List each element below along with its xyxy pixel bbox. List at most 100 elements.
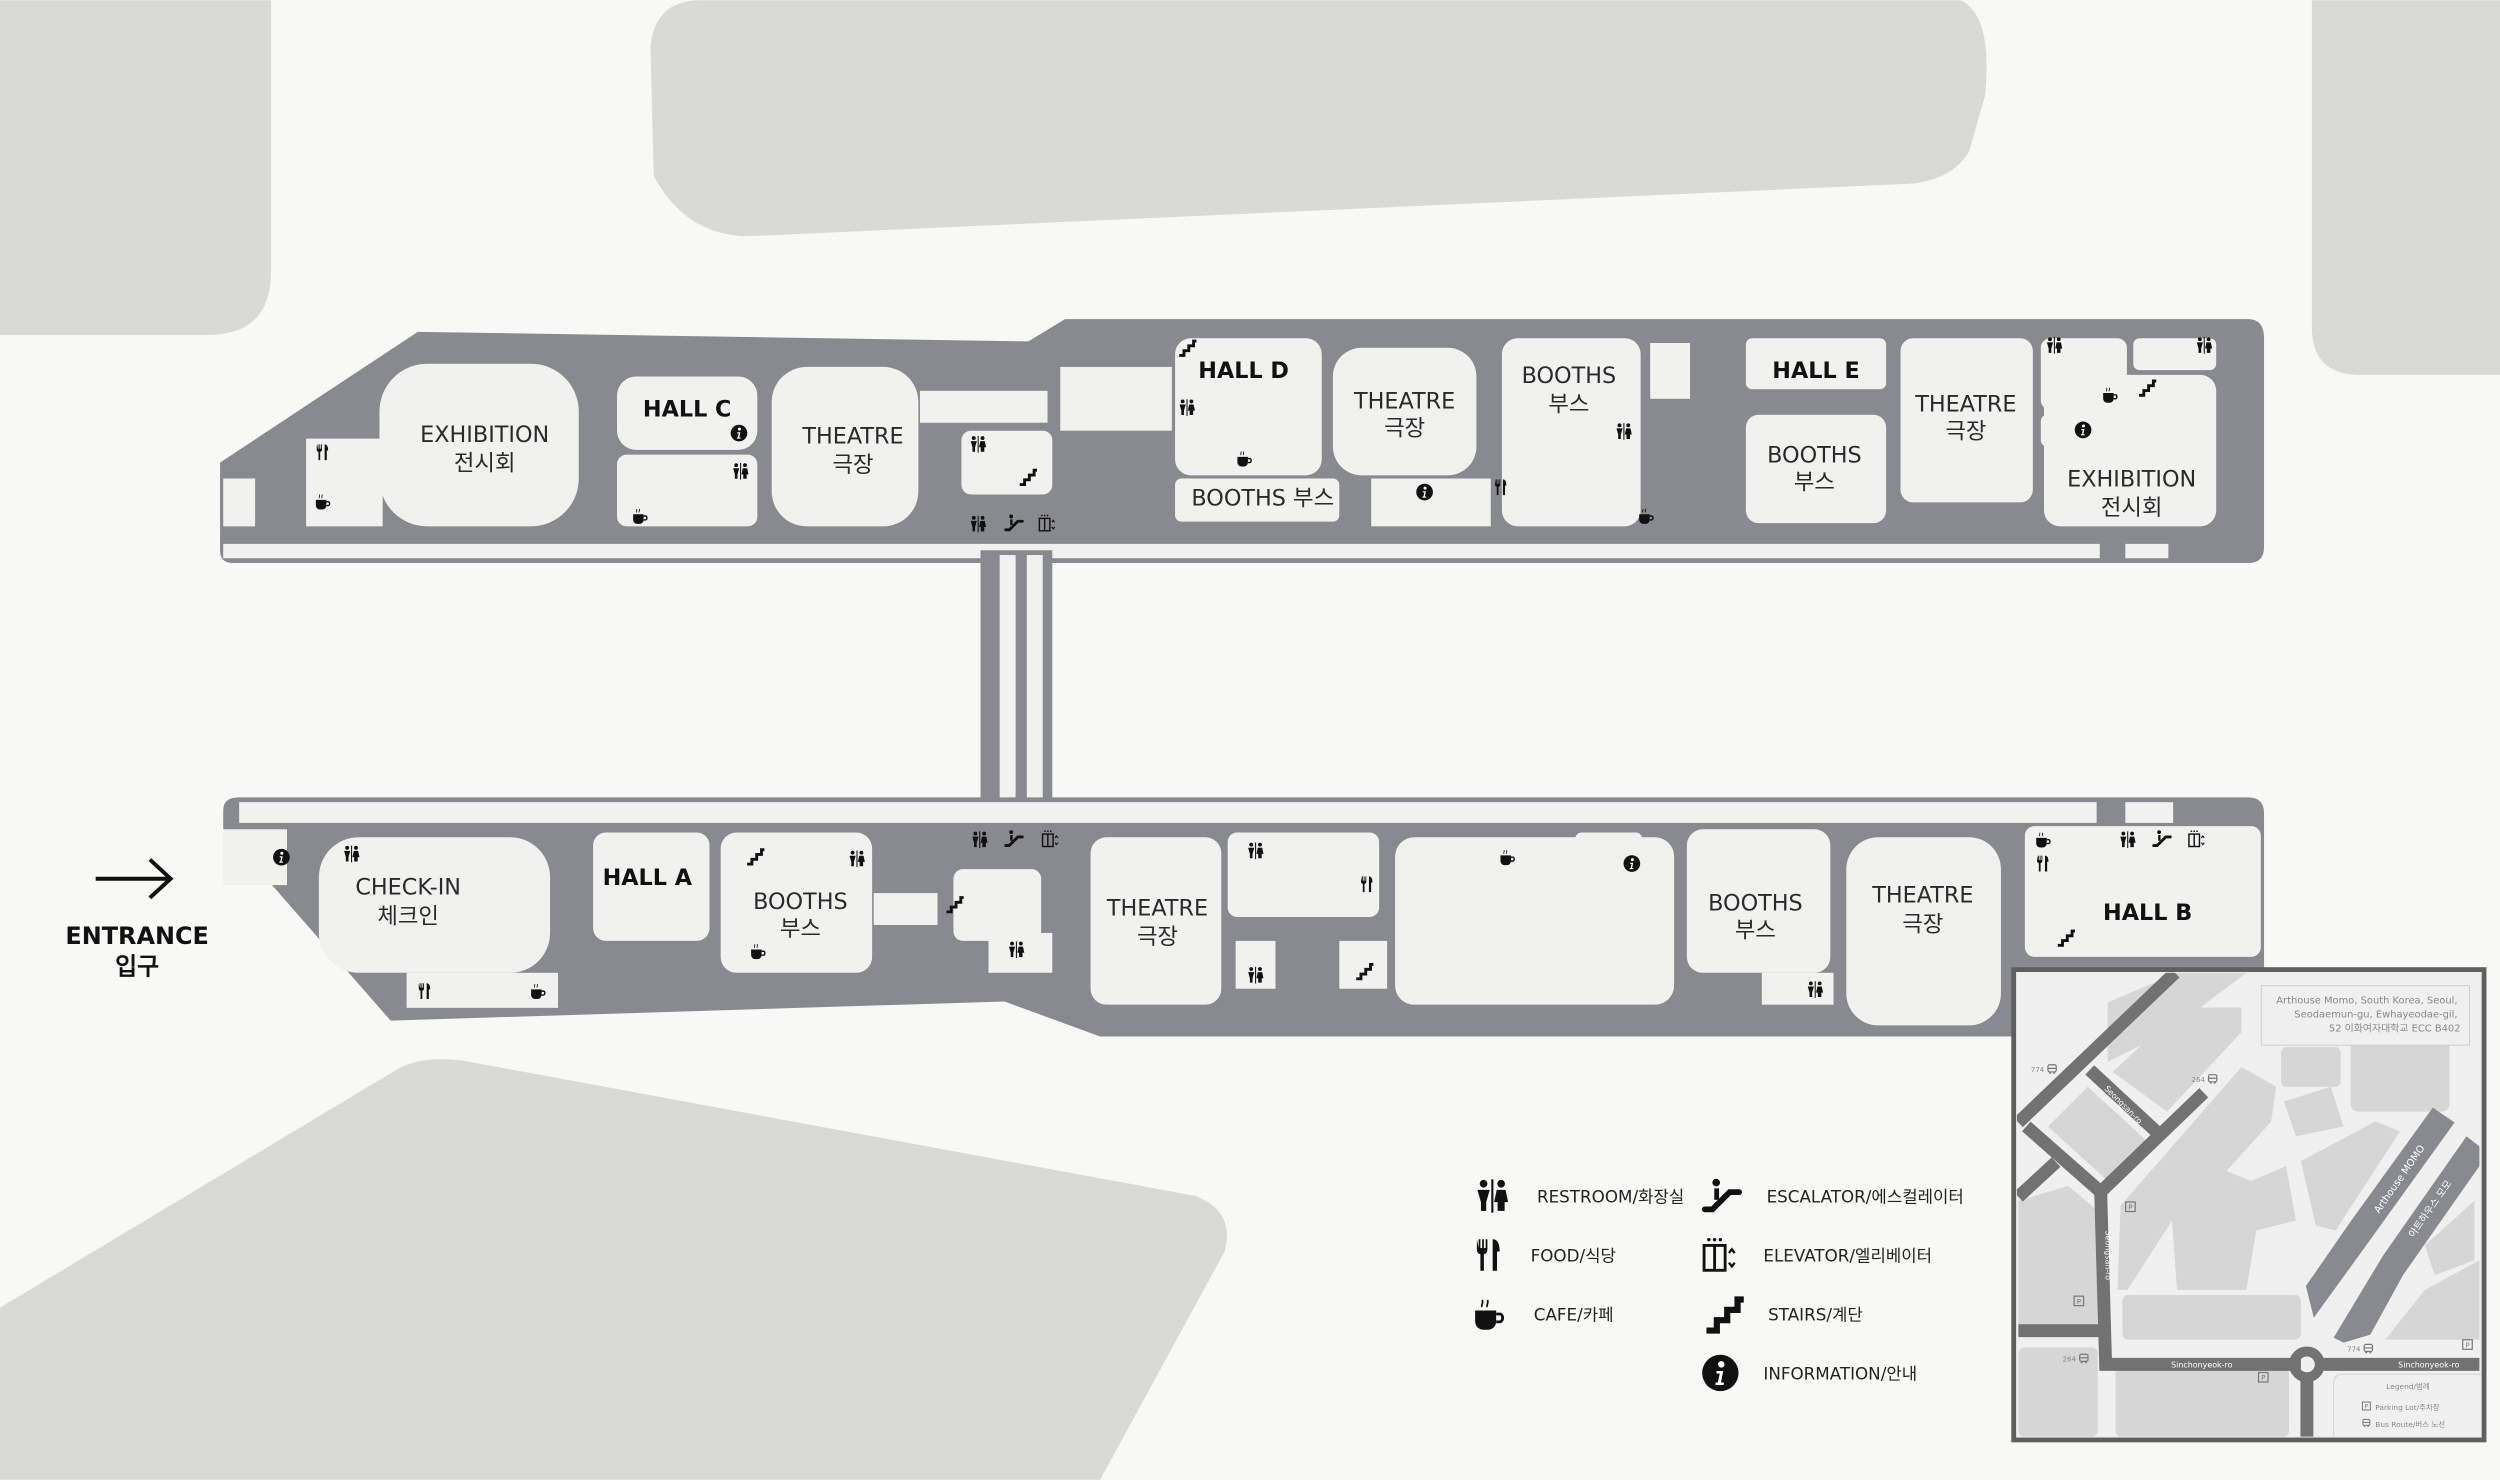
minimap-legend-title: Legend/범례 [2386, 1381, 2430, 1391]
restroom-icon[interactable] [2046, 337, 2063, 354]
bus-stop-number: 264 [2063, 1355, 2077, 1363]
room-exhibition-west[interactable] [379, 363, 579, 527]
label-exhibition-west-ko: 전시회 [454, 451, 516, 477]
legend-stairs: STAIRS/계단 [1768, 1304, 1863, 1324]
label-theatre-e: THEATRE [1914, 392, 2016, 418]
label-check-in: CHECK-IN [355, 875, 461, 901]
entrance-label-ko: 입구 [115, 952, 159, 980]
label-theatre-c: THEATRE [801, 423, 903, 449]
information-icon[interactable] [1416, 483, 1433, 501]
minimap-building-arthouse-ko [2333, 1136, 2480, 1343]
surrounding-block-nw [0, 0, 272, 336]
room-hall-c[interactable] [617, 376, 758, 450]
minimap-road-label: Seongsan-ro [2104, 1231, 2113, 1281]
room-booths-e[interactable] [1745, 414, 1887, 524]
label-theatre-b-ko: 극장 [1902, 911, 1943, 937]
surrounding-block-ne [2311, 0, 2500, 375]
room-theatre-b[interactable] [1846, 837, 2001, 1026]
upper-wing [220, 319, 2265, 564]
legend-escalator: ESCALATOR/에스컬레이터 [1767, 1186, 1964, 1206]
label-booths-d: BOOTHS 부스 [1191, 486, 1334, 512]
elevator-icon [1702, 1236, 1737, 1272]
restroom-icon[interactable] [2196, 337, 2213, 354]
legend-elevator: ELEVATOR/엘리베이터 [1763, 1245, 1932, 1265]
location-minimap[interactable]: Arthouse MOMO 아트하우스 모모 Seongsan-ro Seong… [2011, 967, 2493, 1444]
minimap-legend-box [2333, 1373, 2481, 1437]
room-hall-d[interactable] [1175, 338, 1322, 476]
escalator-icon [1705, 1179, 1739, 1210]
label-booths-e: BOOTHS [1767, 443, 1862, 469]
legend-restroom: RESTROOM/화장실 [1537, 1186, 1684, 1206]
connector-corridor [980, 550, 1053, 806]
food-icon [1476, 1239, 1500, 1271]
information-icon[interactable] [273, 848, 290, 866]
bus-stop-number: 774 [2347, 1345, 2361, 1353]
restroom-icon[interactable] [849, 850, 865, 868]
label-booths-top: BOOTHS [1522, 363, 1617, 389]
restroom-icon[interactable] [1179, 399, 1195, 416]
restroom-icon[interactable] [344, 845, 360, 863]
label-theatre-c-ko: 극장 [832, 452, 873, 478]
label-booths-b-ko: 부스 [1735, 918, 1776, 944]
bus-stop-number: 774 [2031, 1066, 2045, 1074]
room-exhibition-east[interactable] [2044, 374, 2217, 527]
restroom-icon[interactable] [970, 515, 987, 533]
label-theatre-e-ko: 극장 [1945, 419, 1986, 445]
label-exhibition-east: EXHIBITION [2067, 466, 2196, 492]
label-hall-b: HALL B [2103, 900, 2192, 926]
information-icon[interactable] [730, 424, 748, 442]
cafe-icon [1473, 1298, 1505, 1332]
restroom-icon[interactable] [733, 463, 749, 480]
room-check-in[interactable] [318, 837, 551, 973]
label-theatre-d: THEATRE [1353, 388, 1455, 414]
restroom-icon[interactable] [1248, 842, 1264, 860]
minimap-address-box [2260, 985, 2470, 1046]
information-icon[interactable] [1623, 855, 1641, 872]
room-theatre-e[interactable] [1900, 338, 2033, 503]
restroom-icon[interactable] [1807, 981, 1824, 998]
label-theatre-d-ko: 극장 [1384, 415, 1425, 441]
minimap-road-label: Sinchonyeok-ro [2398, 1360, 2459, 1369]
room-hall-b[interactable] [2024, 826, 2261, 957]
minimap-legend-parking: Parking Lot/주차장 [2375, 1402, 2439, 1412]
room-booths-a[interactable] [720, 832, 873, 973]
minimap-building-arthouse [2305, 1107, 2455, 1318]
restroom-icon[interactable] [970, 435, 987, 453]
minimap-address-line: 52 이화여자대학교 ECC B402 [2329, 1022, 2461, 1034]
restroom-icon[interactable] [1248, 966, 1264, 984]
room-theatre-d[interactable] [1332, 347, 1477, 476]
entrance-arrow-icon [95, 858, 174, 900]
minimap-bus-stops: 774 264 264 774 [2031, 1064, 2374, 1364]
minimap-blocks [2018, 972, 2480, 1437]
label-hall-a: HALL A [603, 865, 693, 891]
restroom-icon [1477, 1179, 1509, 1213]
room-theatre-c[interactable] [771, 366, 919, 527]
label-theatre-a: THEATRE [1106, 895, 1208, 921]
stairs-icon [1706, 1299, 1743, 1330]
legend-food: FOOD/식당 [1531, 1245, 1616, 1265]
restroom-icon[interactable] [2120, 831, 2136, 848]
surrounding-block-n [650, 0, 1987, 237]
label-check-in-ko: 체크인 [377, 903, 439, 929]
label-booths-a-ko: 부스 [780, 916, 821, 942]
label-hall-d: HALL D [1198, 358, 1289, 384]
room-hall-e[interactable] [1745, 338, 1887, 390]
label-booths-e-ko: 부스 [1794, 470, 1835, 496]
restroom-icon[interactable] [972, 831, 988, 848]
entrance-label[interactable]: ENTRANCE [65, 922, 208, 950]
restroom-icon[interactable] [1616, 423, 1632, 440]
room-booths-d[interactable] [1175, 478, 1340, 522]
room-booths-b[interactable] [1686, 829, 1831, 973]
label-booths-a: BOOTHS [753, 889, 848, 915]
label-hall-c: HALL C [643, 396, 732, 422]
legend: RESTROOM/화장실 FOOD/식당 CAFE/카페 ESCALATOR/에… [1473, 1179, 1964, 1392]
information-icon[interactable] [2074, 421, 2092, 439]
room-theatre-a[interactable] [1090, 837, 1222, 1005]
restroom-icon[interactable] [1008, 941, 1025, 958]
minimap-roads [2016, 972, 2480, 1437]
room-hall-a[interactable] [593, 832, 710, 941]
legend-information: INFORMATION/안내 [1763, 1363, 1917, 1383]
label-booths-top-ko: 부스 [1548, 392, 1589, 418]
minimap-road-label: Sinchonyeok-ro [2171, 1360, 2232, 1369]
room-booths-top[interactable] [1501, 338, 1641, 527]
